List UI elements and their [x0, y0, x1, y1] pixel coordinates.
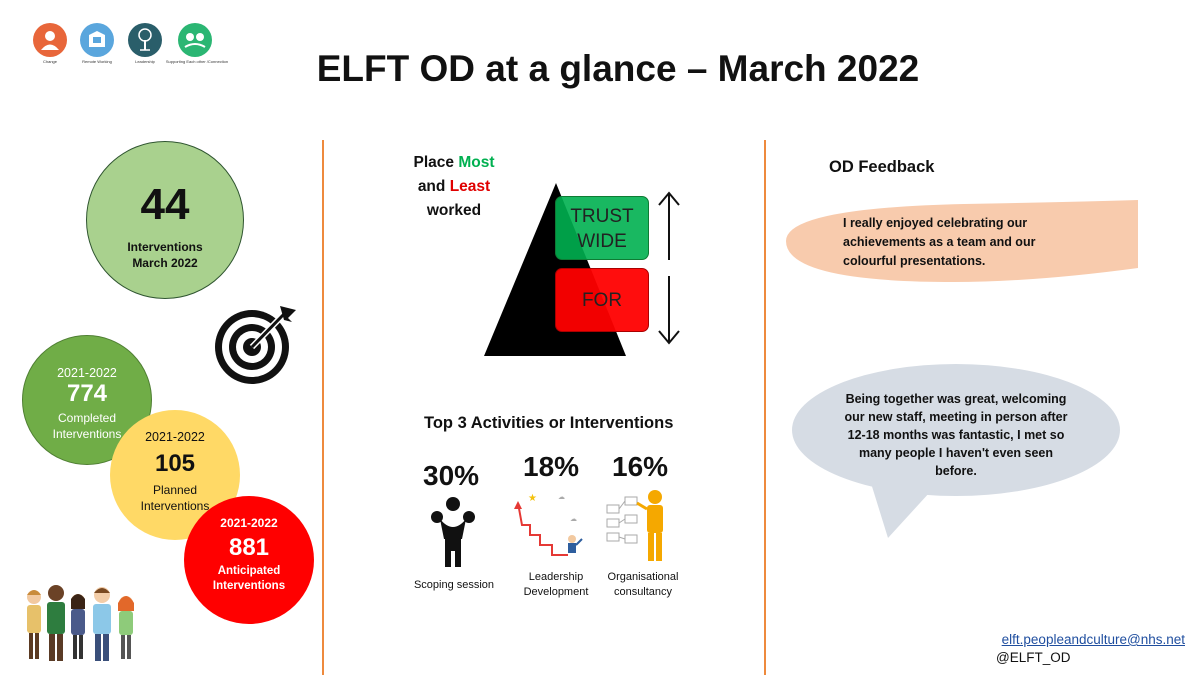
feedback-bubble-2: [790, 360, 1126, 542]
change-icon-label: Change: [42, 59, 57, 64]
target-icon: [212, 302, 298, 388]
anticipated-label-line1: Anticipated: [217, 565, 281, 577]
divider-left: [322, 140, 324, 675]
anticipated-label-line2: Interventions: [212, 580, 286, 592]
interventions-month-label: Interventions March 2022: [87, 239, 243, 271]
activity-3-label-line1: Organisational: [607, 571, 679, 583]
place-most-word: Most: [458, 154, 495, 171]
arrow-down-icon: [656, 276, 682, 346]
planned-label-line2: Interventions: [140, 499, 210, 513]
feedback-bubble-1: [784, 198, 1140, 284]
svg-text:☁: ☁: [570, 516, 577, 523]
activity-1-label-line1: Scoping session: [413, 579, 495, 591]
least-worked-box: FOR: [555, 268, 649, 332]
contact-email-link[interactable]: elft.peopleandculture@nhs.net: [1001, 632, 1185, 647]
page-title: ELFT OD at a glance – March 2022: [316, 48, 920, 89]
completed-value: 774: [66, 380, 108, 407]
leadership-icon: [128, 23, 162, 57]
anticipated-label: Anticipated Interventions: [184, 564, 314, 594]
place-least-word: Least: [449, 178, 491, 195]
planned-value: 105: [154, 450, 196, 477]
completed-label-line1: Completed: [57, 411, 117, 425]
place-most-least-label: Place Most and Least worked: [394, 151, 514, 223]
activity-2-label: Leadership Development: [510, 570, 602, 600]
place-worked: worked: [426, 202, 482, 219]
planned-label-line1: Planned: [152, 483, 198, 497]
remote-working-icon: [80, 23, 114, 57]
planned-label: Planned Interventions: [110, 482, 240, 514]
anticipated-interventions-circle: 2021-2022 881 Anticipated Interventions: [184, 496, 314, 624]
place-prefix: Place: [413, 154, 459, 171]
activity-3-label-line2: consultancy: [613, 586, 673, 598]
remote-working-icon-label: Remote Working: [82, 59, 112, 64]
support-icon: [178, 23, 212, 57]
interventions-month-circle: 44 Interventions March 2022: [86, 141, 244, 299]
activity-2-percent: 18%: [523, 451, 580, 482]
od-feedback-title: OD Feedback: [829, 158, 935, 176]
people-group-illustration: [22, 575, 142, 663]
place-and: and: [417, 178, 450, 195]
activity-3-percent: 16%: [612, 451, 669, 482]
feedback-quote-2: Being together was great, welcoming our …: [844, 392, 1068, 478]
svg-text:☁: ☁: [558, 494, 565, 501]
most-worked-line1: TRUST: [570, 206, 634, 227]
leadership-development-icon: ★ ☁ ☁: [512, 485, 588, 565]
scoping-session-icon: [428, 495, 478, 567]
activity-3-label: Organisational consultancy: [597, 570, 689, 600]
activity-2-label-line1: Leadership: [528, 571, 584, 583]
activity-1-percent: 30%: [423, 460, 480, 491]
change-icon: [33, 23, 67, 57]
anticipated-year: 2021-2022: [220, 516, 278, 530]
interventions-month-value: 44: [140, 180, 190, 229]
feedback-quote-1: I really enjoyed celebrating our achieve…: [843, 216, 1036, 268]
svg-text:★: ★: [528, 493, 537, 504]
completed-label-line2: Interventions: [52, 427, 122, 441]
interventions-month-label-line2: March 2022: [132, 256, 198, 270]
leadership-icon-label: Leadership: [135, 59, 155, 64]
place-most-line: Place Most: [394, 151, 514, 175]
interventions-month-label-line1: Interventions: [127, 240, 203, 254]
organisational-consultancy-icon: [603, 485, 675, 565]
activity-1-label: Scoping session: [408, 578, 500, 593]
planned-year: 2021-2022: [145, 430, 205, 444]
activity-2-label-line2: Development: [523, 586, 589, 598]
contact-twitter-handle: @ELFT_OD: [996, 650, 1071, 665]
top-activities-title: Top 3 Activities or Interventions: [424, 414, 674, 432]
place-least-line: and Least: [394, 175, 514, 199]
completed-year: 2021-2022: [57, 366, 117, 380]
anticipated-value: 881: [228, 534, 270, 561]
divider-right: [764, 140, 766, 675]
support-icon-label: Supporting Each other /Connection: [165, 59, 229, 64]
most-worked-box: TRUST WIDE: [555, 196, 649, 260]
arrow-up-icon: [656, 190, 682, 260]
most-worked-line2: WIDE: [577, 231, 627, 252]
completed-label: Completed Interventions: [23, 410, 151, 442]
